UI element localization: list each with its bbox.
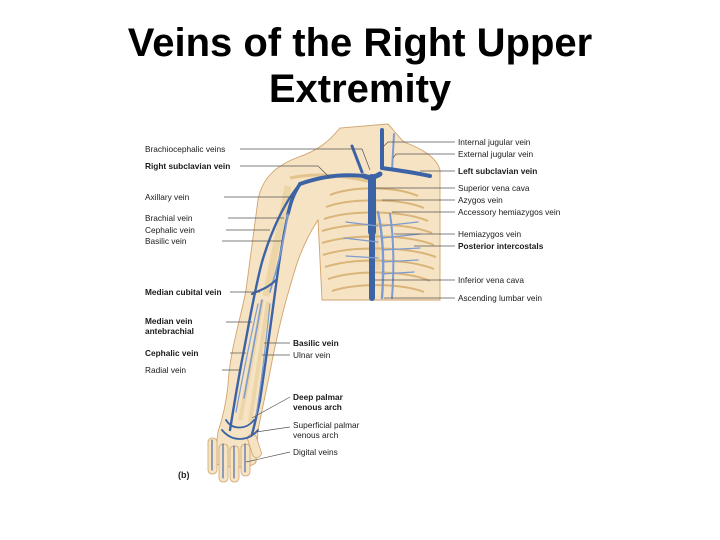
label-basilic-vein-upper: Basilic vein (145, 236, 187, 246)
radial-vessel (235, 303, 259, 413)
label-axillary-vein: Axillary vein (145, 192, 190, 202)
label-right-subclavian-vein: Right subclavian vein (145, 161, 230, 171)
label-deep-palmar-arch: venous arch (293, 402, 342, 412)
label-left-subclavian-vein: Left subclavian vein (458, 166, 537, 176)
veins (211, 128, 432, 479)
label-cephalic-vein-lower: Cephalic vein (145, 348, 199, 358)
label-external-jugular-vein: External jugular vein (458, 149, 534, 159)
left-internal-jugular-vessel (350, 144, 364, 174)
label-posterior-intercostals: Posterior intercostals (458, 241, 544, 251)
hemiazygos-vessel (389, 213, 395, 299)
label-hemiazygos-vein: Hemiazygos vein (458, 229, 522, 239)
deep-palmar-arch-vessel (225, 419, 255, 429)
label-azygos-vein: Azygos vein (458, 195, 503, 205)
superficial-palmar-arch-vessel (221, 429, 259, 440)
label-ascending-lumbar-vein: Ascending lumbar vein (458, 293, 542, 303)
label-median-cubital-vein: Median cubital vein (145, 287, 222, 297)
label-basilic-vein-lower: Basilic vein (293, 338, 339, 348)
azygos-vessel (376, 210, 385, 300)
label-brachiocephalic-veins: Brachiocephalic veins (145, 144, 225, 154)
left-labels: Brachiocephalic veins Right subclavian v… (145, 144, 230, 375)
label-inferior-vena-cava: Inferior vena cava (458, 275, 524, 285)
median-antebrachial-vessel (243, 299, 263, 399)
label-superficial-palmar-arch: venous arch (293, 430, 339, 440)
label-deep-palmar: Deep palmar (293, 392, 344, 402)
intercostal-vessels (343, 221, 421, 275)
middle-labels: Basilic vein Ulnar vein Deep palmar veno… (293, 338, 360, 457)
label-median-vein: Median vein (145, 316, 193, 326)
cephalic-vessel (228, 182, 302, 432)
label-cephalic-vein-upper: Cephalic vein (145, 225, 195, 235)
digital-vessels (211, 439, 246, 479)
external-jugular-vessel (391, 133, 395, 171)
label-accessory-hemiazygos-vein: Accessory hemiazygos vein (458, 207, 561, 217)
panel-label: (b) (178, 470, 190, 480)
slide-title-line-1: Veins of the Right Upper (127, 21, 593, 65)
median-cubital-vessel (250, 278, 278, 296)
label-brachial-vein: Brachial vein (145, 213, 193, 223)
ulnar-vessel (255, 303, 271, 417)
label-superficial-palmar: Superficial palmar (293, 420, 360, 430)
leader-lines (222, 141, 455, 463)
label-digital-veins: Digital veins (293, 447, 338, 457)
label-ulnar-vein: Ulnar vein (293, 350, 331, 360)
label-radial-vein: Radial vein (145, 365, 186, 375)
slide-title-line-2: Extremity (268, 67, 452, 111)
label-superior-vena-cava: Superior vena cava (458, 183, 530, 193)
left-subclavian-vessel (380, 166, 432, 178)
label-antebrachial: antebrachial (145, 326, 194, 336)
right-labels: Internal jugular vein External jugular v… (458, 137, 561, 303)
ulna (248, 301, 270, 423)
brachial-vessel (269, 213, 289, 293)
slide-title: Veins of the Right Upper Extremity (0, 20, 720, 112)
right-subclavian-vessel (298, 173, 366, 186)
label-internal-jugular-vein: Internal jugular vein (458, 137, 531, 147)
